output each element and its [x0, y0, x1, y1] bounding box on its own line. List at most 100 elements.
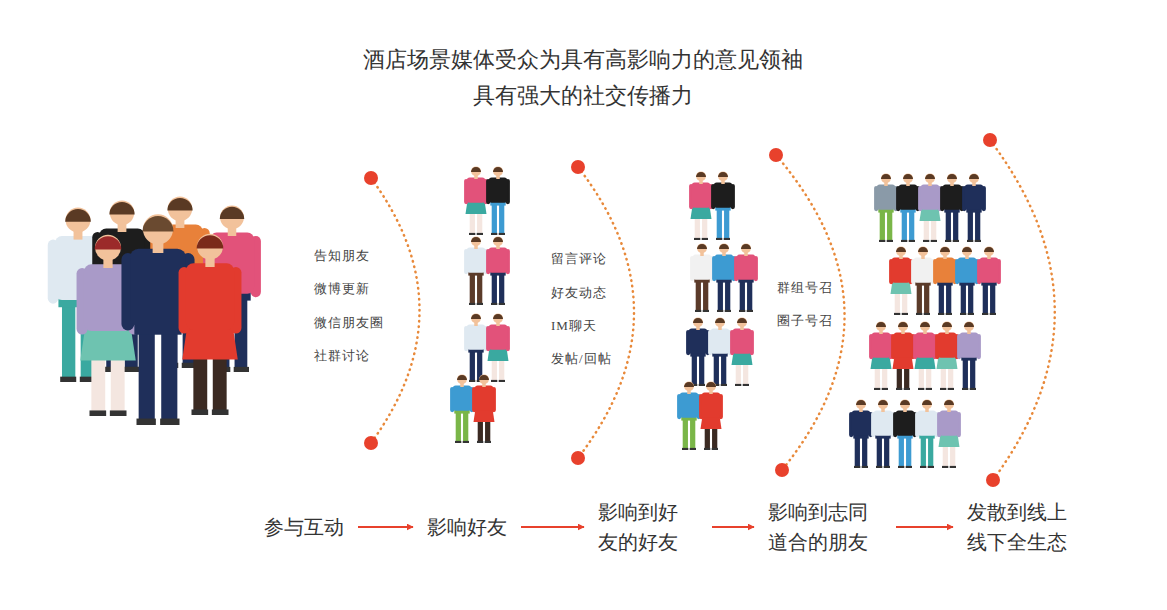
torso	[852, 411, 870, 436]
head	[95, 235, 121, 261]
leg	[692, 355, 697, 385]
channel-label: 微博更新	[312, 280, 372, 298]
hair	[947, 174, 957, 179]
hair	[900, 400, 910, 405]
head	[896, 246, 906, 256]
leg	[492, 204, 497, 234]
hair	[881, 174, 891, 179]
stage-node: 影响到志同 道合的朋友	[768, 497, 882, 557]
shoe	[491, 233, 497, 235]
shoe	[477, 303, 483, 305]
leg	[899, 437, 904, 467]
leg	[139, 328, 155, 420]
shoe	[904, 388, 910, 390]
torso	[489, 178, 507, 203]
hair	[197, 235, 224, 248]
shoe	[234, 367, 249, 372]
person-figure	[874, 173, 898, 242]
hair	[984, 247, 994, 252]
leg	[703, 281, 708, 311]
leg	[921, 437, 926, 467]
torso	[489, 325, 507, 350]
head	[925, 173, 935, 183]
head	[984, 246, 994, 256]
dotted-arc	[990, 140, 1055, 480]
shoe	[160, 419, 179, 425]
torso	[899, 185, 917, 210]
head	[922, 399, 932, 409]
torso	[680, 393, 698, 418]
head	[947, 173, 957, 183]
hair	[925, 174, 935, 179]
shoe	[876, 466, 882, 468]
leg	[990, 284, 995, 314]
head	[471, 313, 481, 323]
leg	[470, 274, 475, 304]
shoe	[499, 380, 505, 382]
person-figure	[677, 381, 701, 450]
leg	[928, 437, 933, 467]
hair	[471, 314, 481, 319]
head	[493, 166, 503, 176]
shoe	[721, 384, 727, 386]
torso	[965, 185, 983, 210]
people-figures	[48, 166, 1001, 468]
red-dot	[983, 133, 997, 147]
torso	[689, 329, 707, 354]
person-figure	[891, 321, 915, 390]
channel-label: 微信朋友圈	[312, 314, 386, 332]
red-dot	[571, 451, 585, 465]
red-dot	[775, 463, 789, 477]
hair	[922, 400, 932, 405]
person-figure	[472, 374, 496, 443]
shoe	[702, 238, 708, 240]
shoe	[975, 240, 981, 242]
torso	[692, 183, 710, 208]
torso	[916, 333, 934, 358]
hair	[918, 247, 928, 252]
hair	[942, 322, 952, 327]
shoe	[884, 466, 890, 468]
leg	[917, 284, 922, 314]
hair	[471, 167, 481, 172]
leg	[740, 281, 745, 311]
channel-label: 社群讨论	[312, 347, 372, 365]
hair	[896, 247, 906, 252]
shoe	[887, 240, 893, 242]
head	[693, 317, 703, 327]
shoe	[896, 388, 902, 390]
title: 酒店场景媒体受众为具有高影响力的意见领袖 具有强大的社交传播力	[353, 42, 813, 114]
shoe	[690, 448, 696, 450]
leg	[477, 274, 482, 304]
head	[457, 374, 467, 384]
shoe	[898, 466, 904, 468]
hair	[220, 207, 244, 219]
hair	[684, 382, 694, 387]
leg	[880, 211, 885, 241]
hair	[693, 318, 703, 323]
shoe	[491, 303, 497, 305]
shoe	[717, 310, 723, 312]
hair	[962, 247, 972, 252]
person-figure	[957, 321, 981, 390]
head	[969, 173, 979, 183]
person-figure	[690, 243, 714, 312]
torso	[960, 333, 978, 358]
channel-label: 好友动态	[549, 284, 609, 302]
flow-arrow	[896, 526, 953, 528]
person-figure	[711, 171, 735, 240]
shoe	[879, 240, 885, 242]
shoe	[982, 313, 988, 315]
dotted-arc	[578, 167, 634, 458]
leg	[968, 211, 973, 241]
shoe	[739, 310, 745, 312]
person-figure	[699, 381, 723, 450]
person-figure	[464, 236, 488, 305]
shoe	[499, 233, 505, 235]
hair	[479, 375, 489, 380]
red-dot	[571, 160, 585, 174]
leg	[696, 281, 701, 311]
leg	[714, 355, 719, 385]
torso	[467, 248, 485, 273]
shoe	[901, 240, 907, 242]
